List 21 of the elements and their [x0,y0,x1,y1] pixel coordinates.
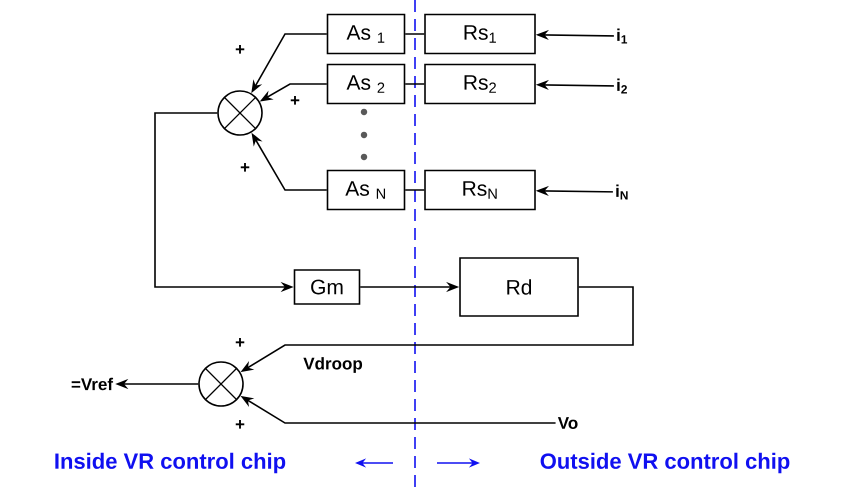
input-label: Vo [558,417,578,429]
sign-label: + [290,96,300,105]
output-label: =Vref [72,378,114,390]
resistor-box: Rd [459,257,579,317]
amplifier-box: As $_{1}$ [326,14,406,54]
amplifier-box: As $_{2}$ [326,64,406,104]
resistor-box: Rs$_{1}$ [424,14,536,54]
region-label: Inside VR control chip [55,452,286,474]
gain-box: Gm [294,269,360,305]
resistor-box: Rs$_{2}$ [424,64,536,104]
resistor-box: Rs$_{N}$ [424,170,536,210]
sign-label: + [240,163,250,172]
current-label: i$_{2}$ [617,78,627,94]
amplifier-box: As $_{N}$ [326,170,406,210]
current-label: i$_{N}$ [616,184,628,200]
sign-label: + [236,45,244,54]
region-label: Outside VR control chip [540,452,790,474]
summing-junction [198,361,244,407]
edge-label: Vdroop [302,356,364,374]
summing-junction [217,90,263,136]
current-label: i$_{1}$ [617,28,628,44]
